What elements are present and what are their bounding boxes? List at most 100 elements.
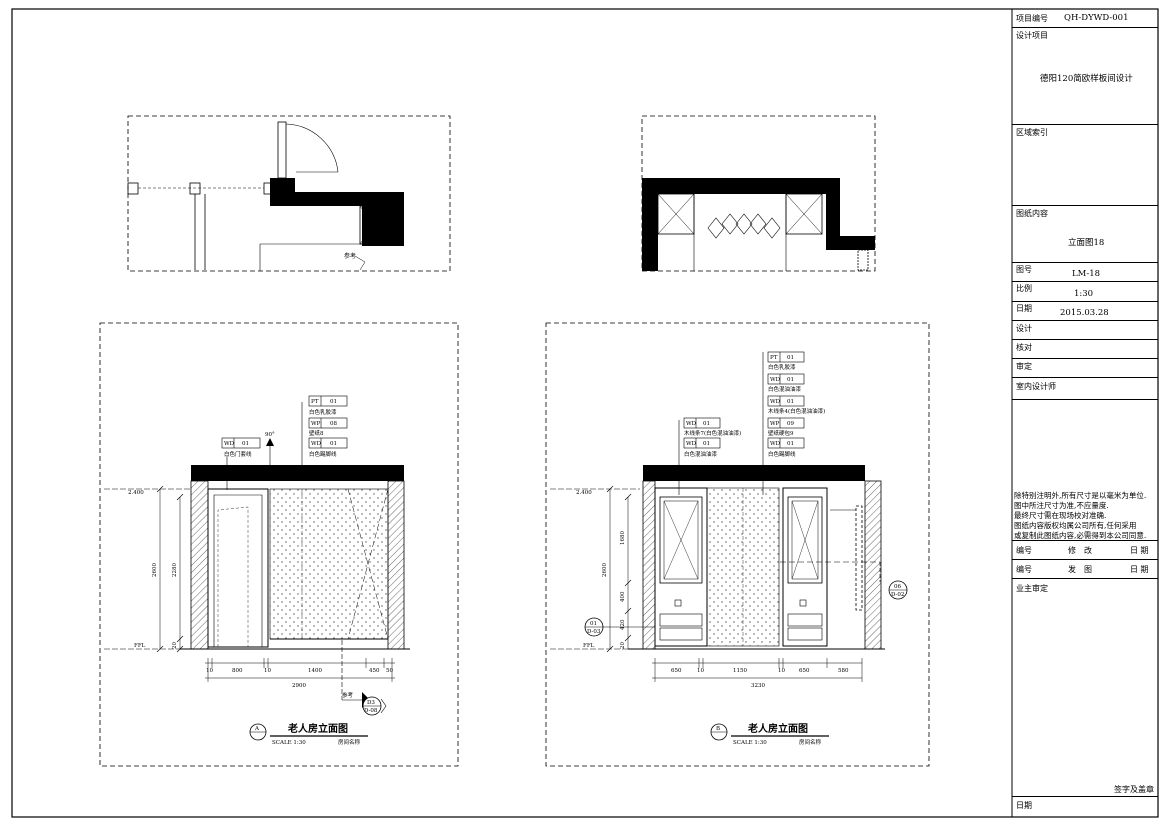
b-callout-r2-no: 01 <box>787 399 794 405</box>
b-callout-l0-code: WD <box>686 421 697 427</box>
b-callout-r1-no: 01 <box>787 377 794 383</box>
b-callout-r1-text: 白色混油油漆 <box>768 385 802 393</box>
a-level-ffl: FFL <box>134 643 146 649</box>
tb-project-no-label: 项目编号 <box>1016 14 1048 23</box>
a-dim-b0: 10 <box>206 668 213 674</box>
tb-area-index-label: 区域索引 <box>1016 128 1048 137</box>
a-callout-0-code: WD <box>224 441 235 447</box>
tb-rev-no-label: 编号 <box>1016 546 1032 555</box>
a-ref-tag-top: D3 <box>367 700 375 706</box>
tb-row-drawing-no: 图号 LM-18 <box>1012 263 1158 282</box>
b-callout-r4-no: 01 <box>787 441 794 447</box>
tb-note-2: 最终尺寸需在现场校对准确. <box>1014 511 1107 520</box>
b-tag: B <box>716 726 720 732</box>
tb-note-3: 图纸内容版权均属公司所有,任何采用 <box>1014 521 1137 530</box>
b-callout-r1-code: WD <box>770 377 781 383</box>
a-callout-3-text: 白色踢脚线 <box>309 450 337 458</box>
a-callout-2-no: 08 <box>330 421 337 427</box>
b-dim-b5: 580 <box>838 668 849 674</box>
sheet-border <box>11 8 1159 818</box>
tb-note-0: 除特别注明外,所有尺寸是以毫米为单位. <box>1014 491 1147 500</box>
tb-owner-review-label: 业主审定 <box>1016 584 1048 593</box>
tb-row-notes: 除特别注明外,所有尺寸是以毫米为单位. 图中所注尺寸为准,不应量度. 最终尺寸需… <box>1012 400 1158 541</box>
b-callout-l1-text: 白色混油油漆 <box>684 450 718 458</box>
tb-review-label: 审定 <box>1016 362 1032 371</box>
a-dim-b4: 450 <box>369 668 380 674</box>
b-callout-r4-text: 白色踢脚线 <box>768 450 796 458</box>
tb-drawing-content: 立面图18 <box>1068 238 1105 248</box>
b-dim-v1: 1680 <box>620 531 626 545</box>
b-scale: SCALE 1:30 <box>733 740 767 746</box>
a-dim-v2: 20 <box>172 642 178 649</box>
b-dim-total: 3230 <box>751 683 765 689</box>
a-scale: SCALE 1:30 <box>272 740 306 746</box>
b-dim-b2: 1150 <box>733 668 747 674</box>
a-ref-tag-bottom: D-08 <box>364 708 378 714</box>
a-tag: A <box>254 726 260 732</box>
tb-drawing-no-label: 图号 <box>1016 265 1032 274</box>
b-level-ffl: FFL <box>583 643 595 649</box>
tb-issue-date-label: 日 期 <box>1130 565 1149 574</box>
tb-check-label: 核对 <box>1016 343 1032 352</box>
tb-designer-label: 室内设计师 <box>1016 382 1056 391</box>
a-callout-2-text: 壁纸8 <box>309 429 324 437</box>
a-room-name: 房间名称 <box>338 738 361 746</box>
tb-note-4: 或复制此图纸内容,必需得到本公司同意. <box>1014 531 1147 540</box>
a-callout-0-no: 01 <box>242 441 249 447</box>
b-dim-b3: 10 <box>778 668 785 674</box>
a-dim-b1: 800 <box>232 668 243 674</box>
tb-row-revision: 编号 修 改 日 期 <box>1012 541 1158 560</box>
b-right-tag-bottom: D-02 <box>891 592 904 598</box>
b-callout-l1-code: WD <box>686 441 697 447</box>
b-callout-r0-text: 白色乳胶漆 <box>768 363 796 371</box>
b-level-top: 2.400 <box>576 490 592 496</box>
tb-row-drawing-content: 图纸内容 立面图18 <box>1012 206 1158 263</box>
tb-issue-no-label: 编号 <box>1016 565 1032 574</box>
b-dim-v2: 400 <box>620 591 626 602</box>
a-dim-b5: 50 <box>386 668 393 674</box>
b-dim-b4: 650 <box>799 668 810 674</box>
b-right-tag-top: 06 <box>894 584 901 590</box>
tb-row-project-no: 项目编号 QH-DYWD-001 <box>1012 9 1158 28</box>
plan-key-b <box>641 115 876 272</box>
b-dim-v3: 420 <box>620 619 626 630</box>
b-callout-r0-code: PT <box>770 355 778 361</box>
tb-sign-date-label: 日期 <box>1016 801 1032 810</box>
b-left-tag-bottom: D-03 <box>587 629 601 635</box>
a-dim-v0: 2600 <box>152 563 158 577</box>
b-callout-r3-no: 09 <box>787 421 794 427</box>
a-callout-3-code: WD <box>311 441 322 447</box>
tb-row-designer: 室内设计师 <box>1012 378 1158 400</box>
tb-project-no: QH-DYWD-001 <box>1064 13 1129 23</box>
tb-design-project: 德阳120简欧样板间设计 <box>1040 74 1133 84</box>
a-level-top: 2.400 <box>128 490 144 496</box>
tb-scale: 1:30 <box>1074 289 1094 299</box>
b-callout-r3-text: 壁纸硬包9 <box>768 429 794 437</box>
b-callout-r4-code: WD <box>770 441 781 447</box>
elevation-b <box>545 322 930 767</box>
tb-row-sign-date: 日期 <box>1012 797 1158 817</box>
tb-date-label: 日期 <box>1016 304 1032 313</box>
b-left-tag-top: 01 <box>590 621 597 627</box>
tb-rev-date-label: 日 期 <box>1130 546 1149 555</box>
tb-date: 2015.03.28 <box>1060 308 1109 318</box>
a-title: 老人房立面图 <box>287 722 348 735</box>
a-callout-0-text: 白色门套线 <box>224 450 252 458</box>
tb-row-owner: 业主审定 签字及盖章 <box>1012 579 1158 797</box>
a-callout-3-no: 01 <box>330 441 337 447</box>
a-dim-total: 2900 <box>292 683 306 689</box>
b-dim-v0: 2600 <box>602 563 608 577</box>
a-callout-1-text: 白色乳胶漆 <box>309 408 337 416</box>
tb-sign-label: 签字及盖章 <box>1114 785 1154 794</box>
b-room-name: 房间名称 <box>799 738 822 746</box>
tb-row-design-project: 设计项目 德阳120简欧样板间设计 <box>1012 28 1158 125</box>
b-dim-b0: 650 <box>671 668 682 674</box>
tb-scale-label: 比例 <box>1016 284 1032 293</box>
tb-row-design: 设计 <box>1012 321 1158 340</box>
tb-row-scale: 比例 1:30 <box>1012 282 1158 302</box>
b-callout-l1-no: 01 <box>703 441 710 447</box>
b-title: 老人房立面图 <box>747 722 808 735</box>
tb-design-label: 设计 <box>1016 324 1032 333</box>
tb-row-date: 日期 2015.03.28 <box>1012 302 1158 321</box>
